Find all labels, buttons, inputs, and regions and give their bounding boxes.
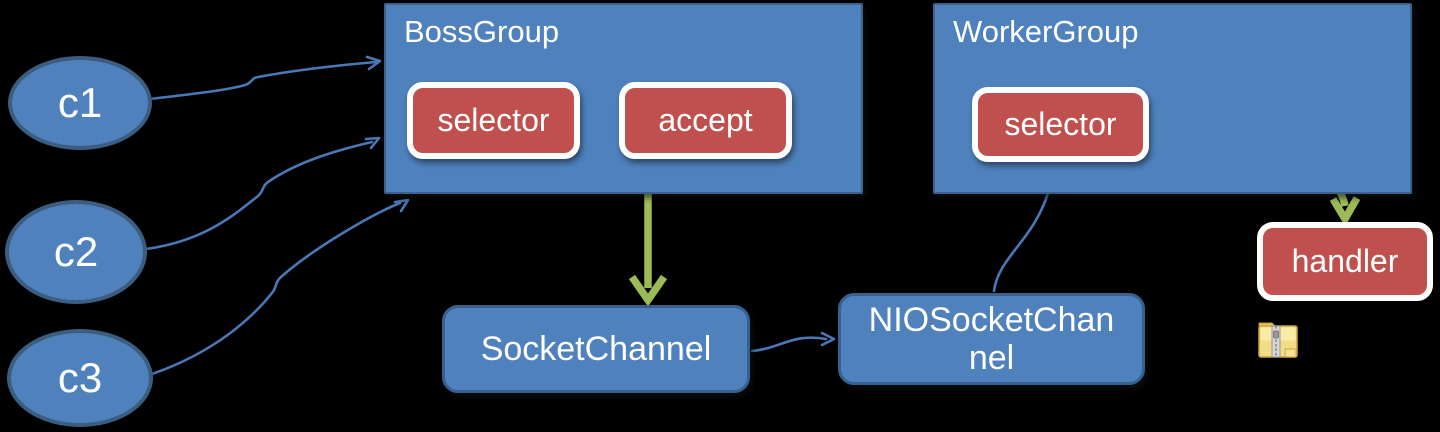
client-node-c3: c3 [7, 329, 153, 427]
handler-chip: handler [1257, 222, 1433, 301]
boss-selector-label: selector [437, 102, 550, 138]
edge-c1-bossgroup [148, 55, 382, 101]
edge-socketchannel-niosocketchannel [750, 331, 836, 353]
client-node-c1: c1 [8, 56, 152, 150]
worker-group-title: WorkerGroup [953, 14, 1139, 49]
nio-socket-channel-label-line2: nel [968, 339, 1015, 377]
boss-selector-chip: selector [407, 82, 580, 159]
edge-c2-bossgroup [144, 136, 381, 251]
zip-folder-icon [1258, 322, 1298, 358]
socket-channel-label: SocketChannel [480, 330, 712, 368]
boss-group-box: BossGroup selector accept [384, 3, 863, 194]
client-node-c2: c2 [5, 200, 147, 304]
socket-channel-box: SocketChannel [442, 305, 750, 393]
boss-group-title: BossGroup [404, 14, 560, 49]
nio-socket-channel-box: NIOSocketChan nel [838, 293, 1145, 385]
client-label: c3 [57, 354, 103, 401]
client-label: c1 [57, 79, 103, 126]
worker-selector-label: selector [1004, 106, 1117, 142]
boss-accept-chip: accept [619, 82, 792, 159]
handler-label: handler [1291, 243, 1399, 279]
boss-accept-label: accept [658, 102, 753, 138]
client-label: c2 [53, 228, 99, 275]
nio-socket-channel-label-line1: NIOSocketChan [868, 301, 1115, 339]
worker-selector-chip: selector [972, 87, 1149, 162]
worker-group-box: WorkerGroup selector [933, 3, 1412, 194]
edge-c3-bossgroup [150, 198, 410, 376]
